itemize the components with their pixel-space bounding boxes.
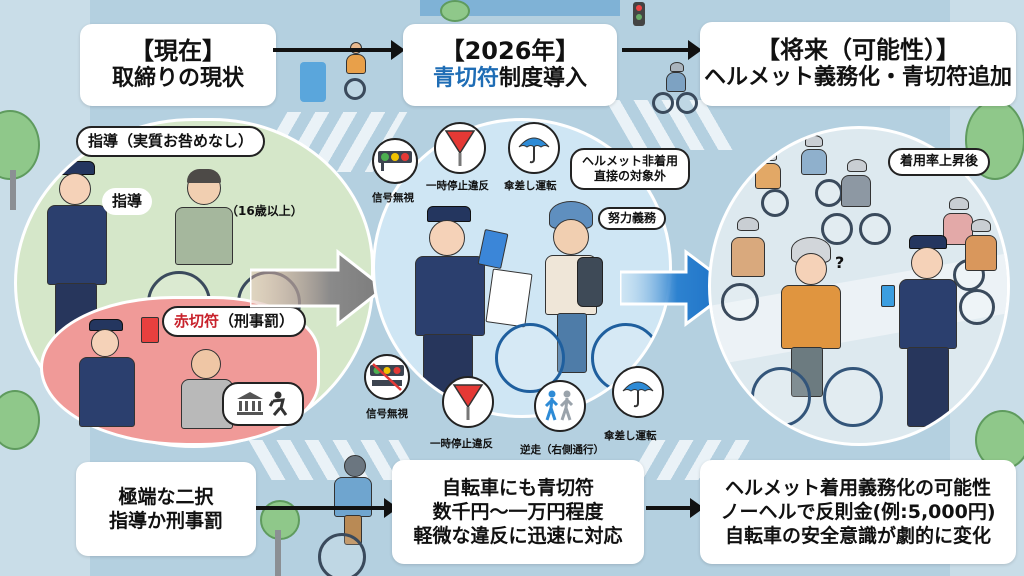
bubble-after-usage-rise: 着用率上昇後 xyxy=(888,148,991,177)
stage-current-box: 【現在】 取締りの現状 xyxy=(80,24,276,106)
helmeted-cyclist xyxy=(741,149,801,219)
background-cyclist xyxy=(652,62,698,118)
violation-icon-stop xyxy=(434,122,486,174)
bubble-red-ticket: 赤切符（刑事罰） xyxy=(162,306,307,337)
police-officer-future xyxy=(881,235,963,435)
bubble-helmet-exempt: ヘルメット非着用 直接の対象外 xyxy=(570,148,691,190)
summary-future-box: ヘルメット着用義務化の可能性 ノーヘルで反則金(例:5,000円) 自転車の安全… xyxy=(700,460,1016,564)
criminal-penalty-label: （刑事罰） xyxy=(219,312,295,330)
background-cyclist xyxy=(318,455,388,576)
summary-future-line-1: ヘルメット着用義務化の可能性 xyxy=(724,476,991,499)
summary-current-line-1: 極端な二択 xyxy=(118,485,214,508)
future-helmet-circle: ? xyxy=(708,126,1010,446)
summary-2026-line-3: 軽微な違反に迅速に対応 xyxy=(413,525,623,548)
background-cyclist xyxy=(336,42,376,104)
violation-label-stop-bottom: 一時停止違反 xyxy=(430,438,493,450)
summary-2026-line-1: 自転車にも青切符 xyxy=(441,476,594,499)
helmeted-cyclist xyxy=(955,219,1007,329)
helmet-cyclist xyxy=(495,201,661,393)
red-ticket-highlight: 赤切符 xyxy=(174,312,220,330)
flow-arrow-bottom-2 xyxy=(646,498,704,518)
traffic-light-crossed-icon xyxy=(370,363,404,391)
fleeing-person-icon xyxy=(268,391,288,416)
handheld-device xyxy=(881,285,895,307)
police-officer-issuing xyxy=(405,206,495,415)
bubble-court-icons xyxy=(222,382,304,426)
violation-label-signal-bottom: 信号無視 xyxy=(366,408,408,420)
stage-2026-box: 【2026年】 青切符制度導入 xyxy=(403,24,617,106)
violation-icon-umbrella xyxy=(508,122,560,174)
stage-future-subtitle: ヘルメット義務化・青切符追加 xyxy=(703,65,1012,91)
bubble-guidance: 指導 xyxy=(102,188,153,215)
flow-arrow-bottom-1 xyxy=(256,498,398,518)
helmeted-cyclist xyxy=(821,159,891,249)
traffic-light-icon xyxy=(378,151,412,171)
helmeted-cyclist xyxy=(721,217,791,327)
violation-label-wrong-way: 逆走（右側通行） xyxy=(520,444,604,456)
umbrella-icon xyxy=(518,137,550,164)
violation-label-signal: 信号無視 xyxy=(372,192,414,204)
summary-current-box: 極端な二択 指導か刑事罰 xyxy=(76,462,256,556)
main-helmeted-cyclist xyxy=(751,237,883,437)
age-note: （16歳以上） xyxy=(226,204,303,218)
umbrella-icon xyxy=(622,381,654,408)
traffic-signal-icon xyxy=(633,2,645,26)
tree xyxy=(0,390,40,450)
stage-future-title: 【将来（可能性）】 xyxy=(756,36,960,65)
violation-icon-umbrella-bottom xyxy=(612,366,664,418)
courthouse-icon xyxy=(237,392,263,415)
violation-label-stop: 一時停止違反 xyxy=(426,180,489,192)
violation-icon-stop-bottom xyxy=(442,376,494,428)
stage-future-box: 【将来（可能性）】 ヘルメット義務化・青切符追加 xyxy=(700,22,1016,106)
flow-arrow-top-2 xyxy=(622,40,702,60)
flow-arrow-top-1 xyxy=(273,40,405,60)
violation-icon-signal xyxy=(372,138,418,184)
transition-arrow-gray xyxy=(250,248,387,328)
summary-2026-box: 自転車にも青切符 数千円〜一万円程度 軽微な違反に迅速に対応 xyxy=(392,460,644,564)
summary-current-line-2: 指導か刑事罰 xyxy=(108,510,223,532)
violation-label-umbrella-bottom: 傘差し運転 xyxy=(604,430,657,442)
stage-current-title: 【現在】 xyxy=(130,37,226,66)
violation-icon-wrong-way xyxy=(534,380,586,432)
police-officer-red-ticket xyxy=(73,319,143,449)
tree xyxy=(440,0,470,22)
bubble-guidance-note: 指導（実質お咎めなし） xyxy=(76,126,266,157)
red-ticket-card xyxy=(141,317,159,343)
stage-current-subtitle: 取締りの現状 xyxy=(111,66,244,92)
blue-ticket-highlight: 青切符 xyxy=(432,66,499,92)
violation-label-umbrella: 傘差し運転 xyxy=(504,180,557,192)
wrong-way-walkers-icon xyxy=(544,390,574,421)
bubble-effort-obligation: 努力義務 xyxy=(598,207,667,230)
summary-future-line-3: 自転車の安全意識が劇的に変化 xyxy=(724,525,991,548)
stage-2026-title: 【2026年】 xyxy=(440,37,580,66)
stage-2026-subtitle: 制度導入 xyxy=(499,66,588,92)
summary-2026-line-2: 数千円〜一万円程度 xyxy=(432,500,604,523)
yield-sign-icon xyxy=(444,130,476,166)
question-mark: ? xyxy=(835,253,845,272)
summary-future-line-2: ノーヘルで反則金(例:5,000円) xyxy=(720,500,996,523)
violation-icon-signal-bottom xyxy=(364,354,410,400)
yield-sign-icon xyxy=(452,384,484,420)
